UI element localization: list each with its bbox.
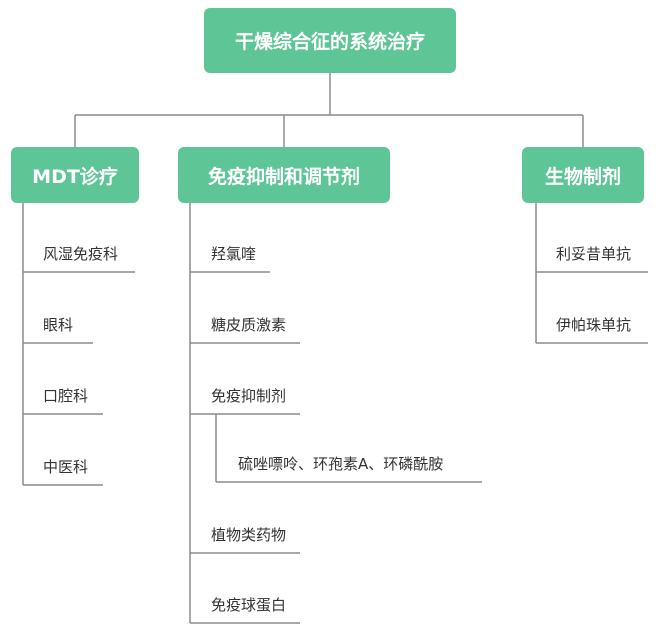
leaf-item: 植物类药物 [211, 526, 287, 544]
leaf-item: 风湿免疫科 [43, 245, 119, 263]
leaf-item: 中医科 [43, 458, 89, 476]
sub-leaf-item: 硫唑嘌呤、环孢素A、环磷酰胺 [238, 455, 444, 473]
leaf-item: 免疫抑制剂 [211, 387, 287, 405]
leaf-item: 免疫球蛋白 [211, 596, 287, 614]
leaf-item: 羟氯喹 [211, 245, 257, 263]
branch-node-immune: 免疫抑制和调节剂 [178, 147, 390, 203]
branch-node-mdt: MDT诊疗 [11, 147, 139, 203]
root-label: 干燥综合征的系统治疗 [234, 31, 425, 53]
root-node: 干燥综合征的系统治疗 [204, 8, 456, 73]
leaf-item: 糖皮质激素 [211, 316, 287, 334]
leaf-item: 伊帕珠单抗 [556, 316, 632, 334]
branch-label: 免疫抑制和调节剂 [207, 165, 360, 188]
leaf-item: 眼科 [43, 316, 74, 334]
branch-label: 生物制剂 [544, 165, 621, 188]
leaf-item: 利妥昔单抗 [556, 245, 632, 263]
branch-node-bio: 生物制剂 [522, 147, 644, 203]
branch-label: MDT诊疗 [32, 165, 118, 188]
leaf-item: 口腔科 [43, 387, 89, 405]
